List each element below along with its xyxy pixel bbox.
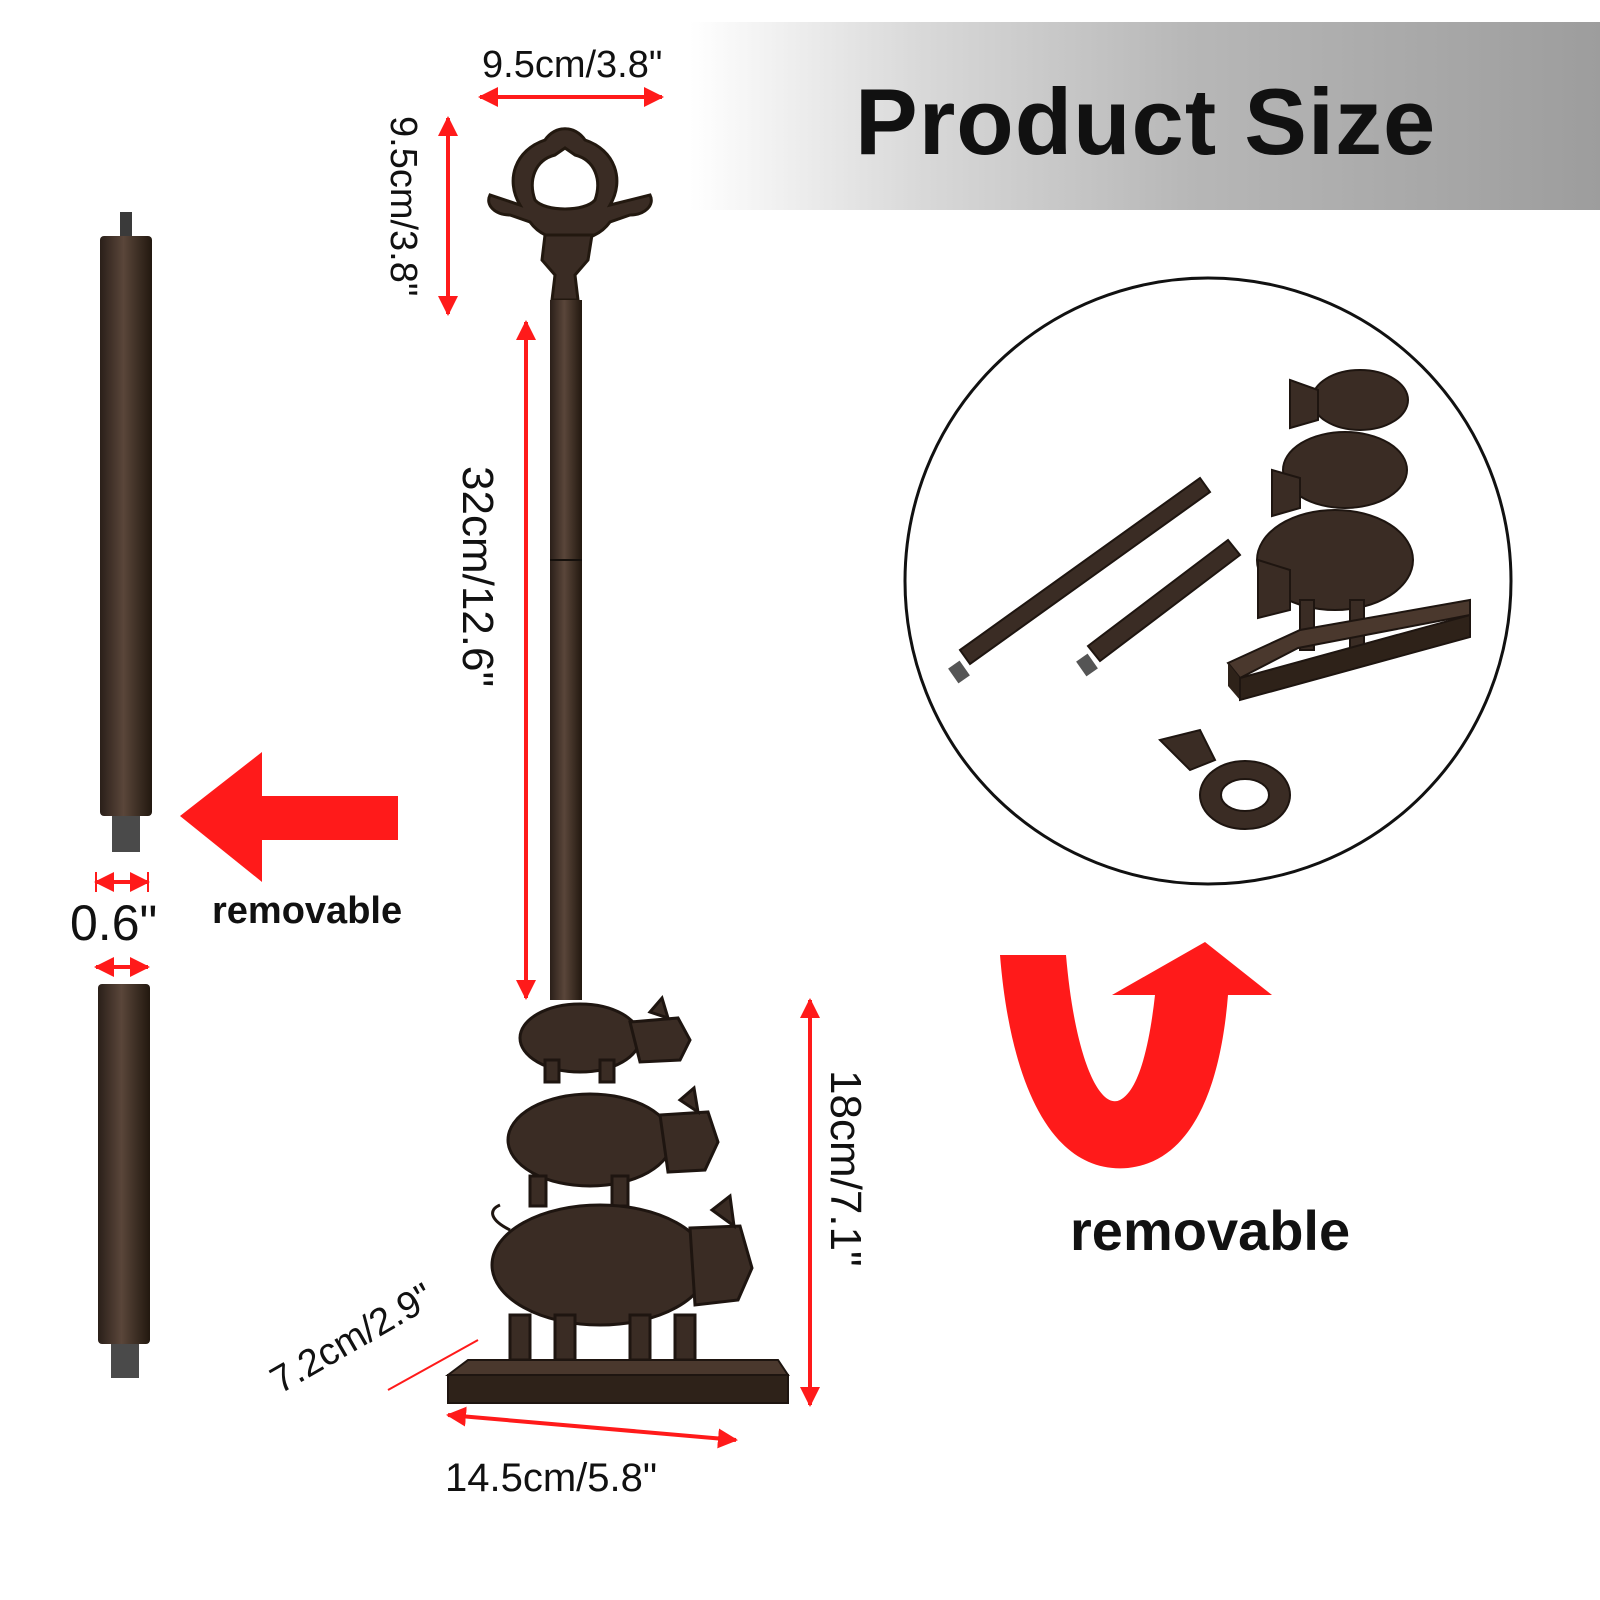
rod-lower xyxy=(550,560,582,1000)
handle-height-label: 9.5cm/3.8" xyxy=(382,116,424,297)
rod-thread-label: 0.6" xyxy=(70,895,158,951)
right-removable-label: removable xyxy=(1070,1199,1351,1262)
rod-length-label: 32cm/12.6" xyxy=(453,466,502,688)
left-rod-upper xyxy=(100,212,152,852)
page-title: Product Size xyxy=(855,69,1437,174)
pig-stack xyxy=(490,994,754,1362)
left-removable-label: removable xyxy=(212,890,403,932)
circle-handle xyxy=(1158,728,1291,830)
rod-upper xyxy=(550,300,582,560)
base-width-label: 14.5cm/5.8" xyxy=(445,1456,658,1500)
circle-rod-long xyxy=(948,476,1212,684)
left-arrow-icon xyxy=(180,752,398,882)
base-height-label: 18cm/7.1" xyxy=(821,1070,870,1267)
circle-base xyxy=(1226,598,1471,702)
title-banner xyxy=(690,22,1600,210)
circle-rod-short xyxy=(1076,538,1242,677)
left-rod-lower xyxy=(98,984,150,1378)
depth-line xyxy=(387,1339,479,1391)
u-turn-arrow-icon xyxy=(1000,942,1272,1169)
base-plate xyxy=(445,1359,790,1404)
handle-width-label: 9.5cm/3.8" xyxy=(482,44,663,86)
handle-ring xyxy=(487,127,653,302)
circle-pig-stack xyxy=(1256,369,1414,651)
dimension-arrows xyxy=(94,87,820,1449)
